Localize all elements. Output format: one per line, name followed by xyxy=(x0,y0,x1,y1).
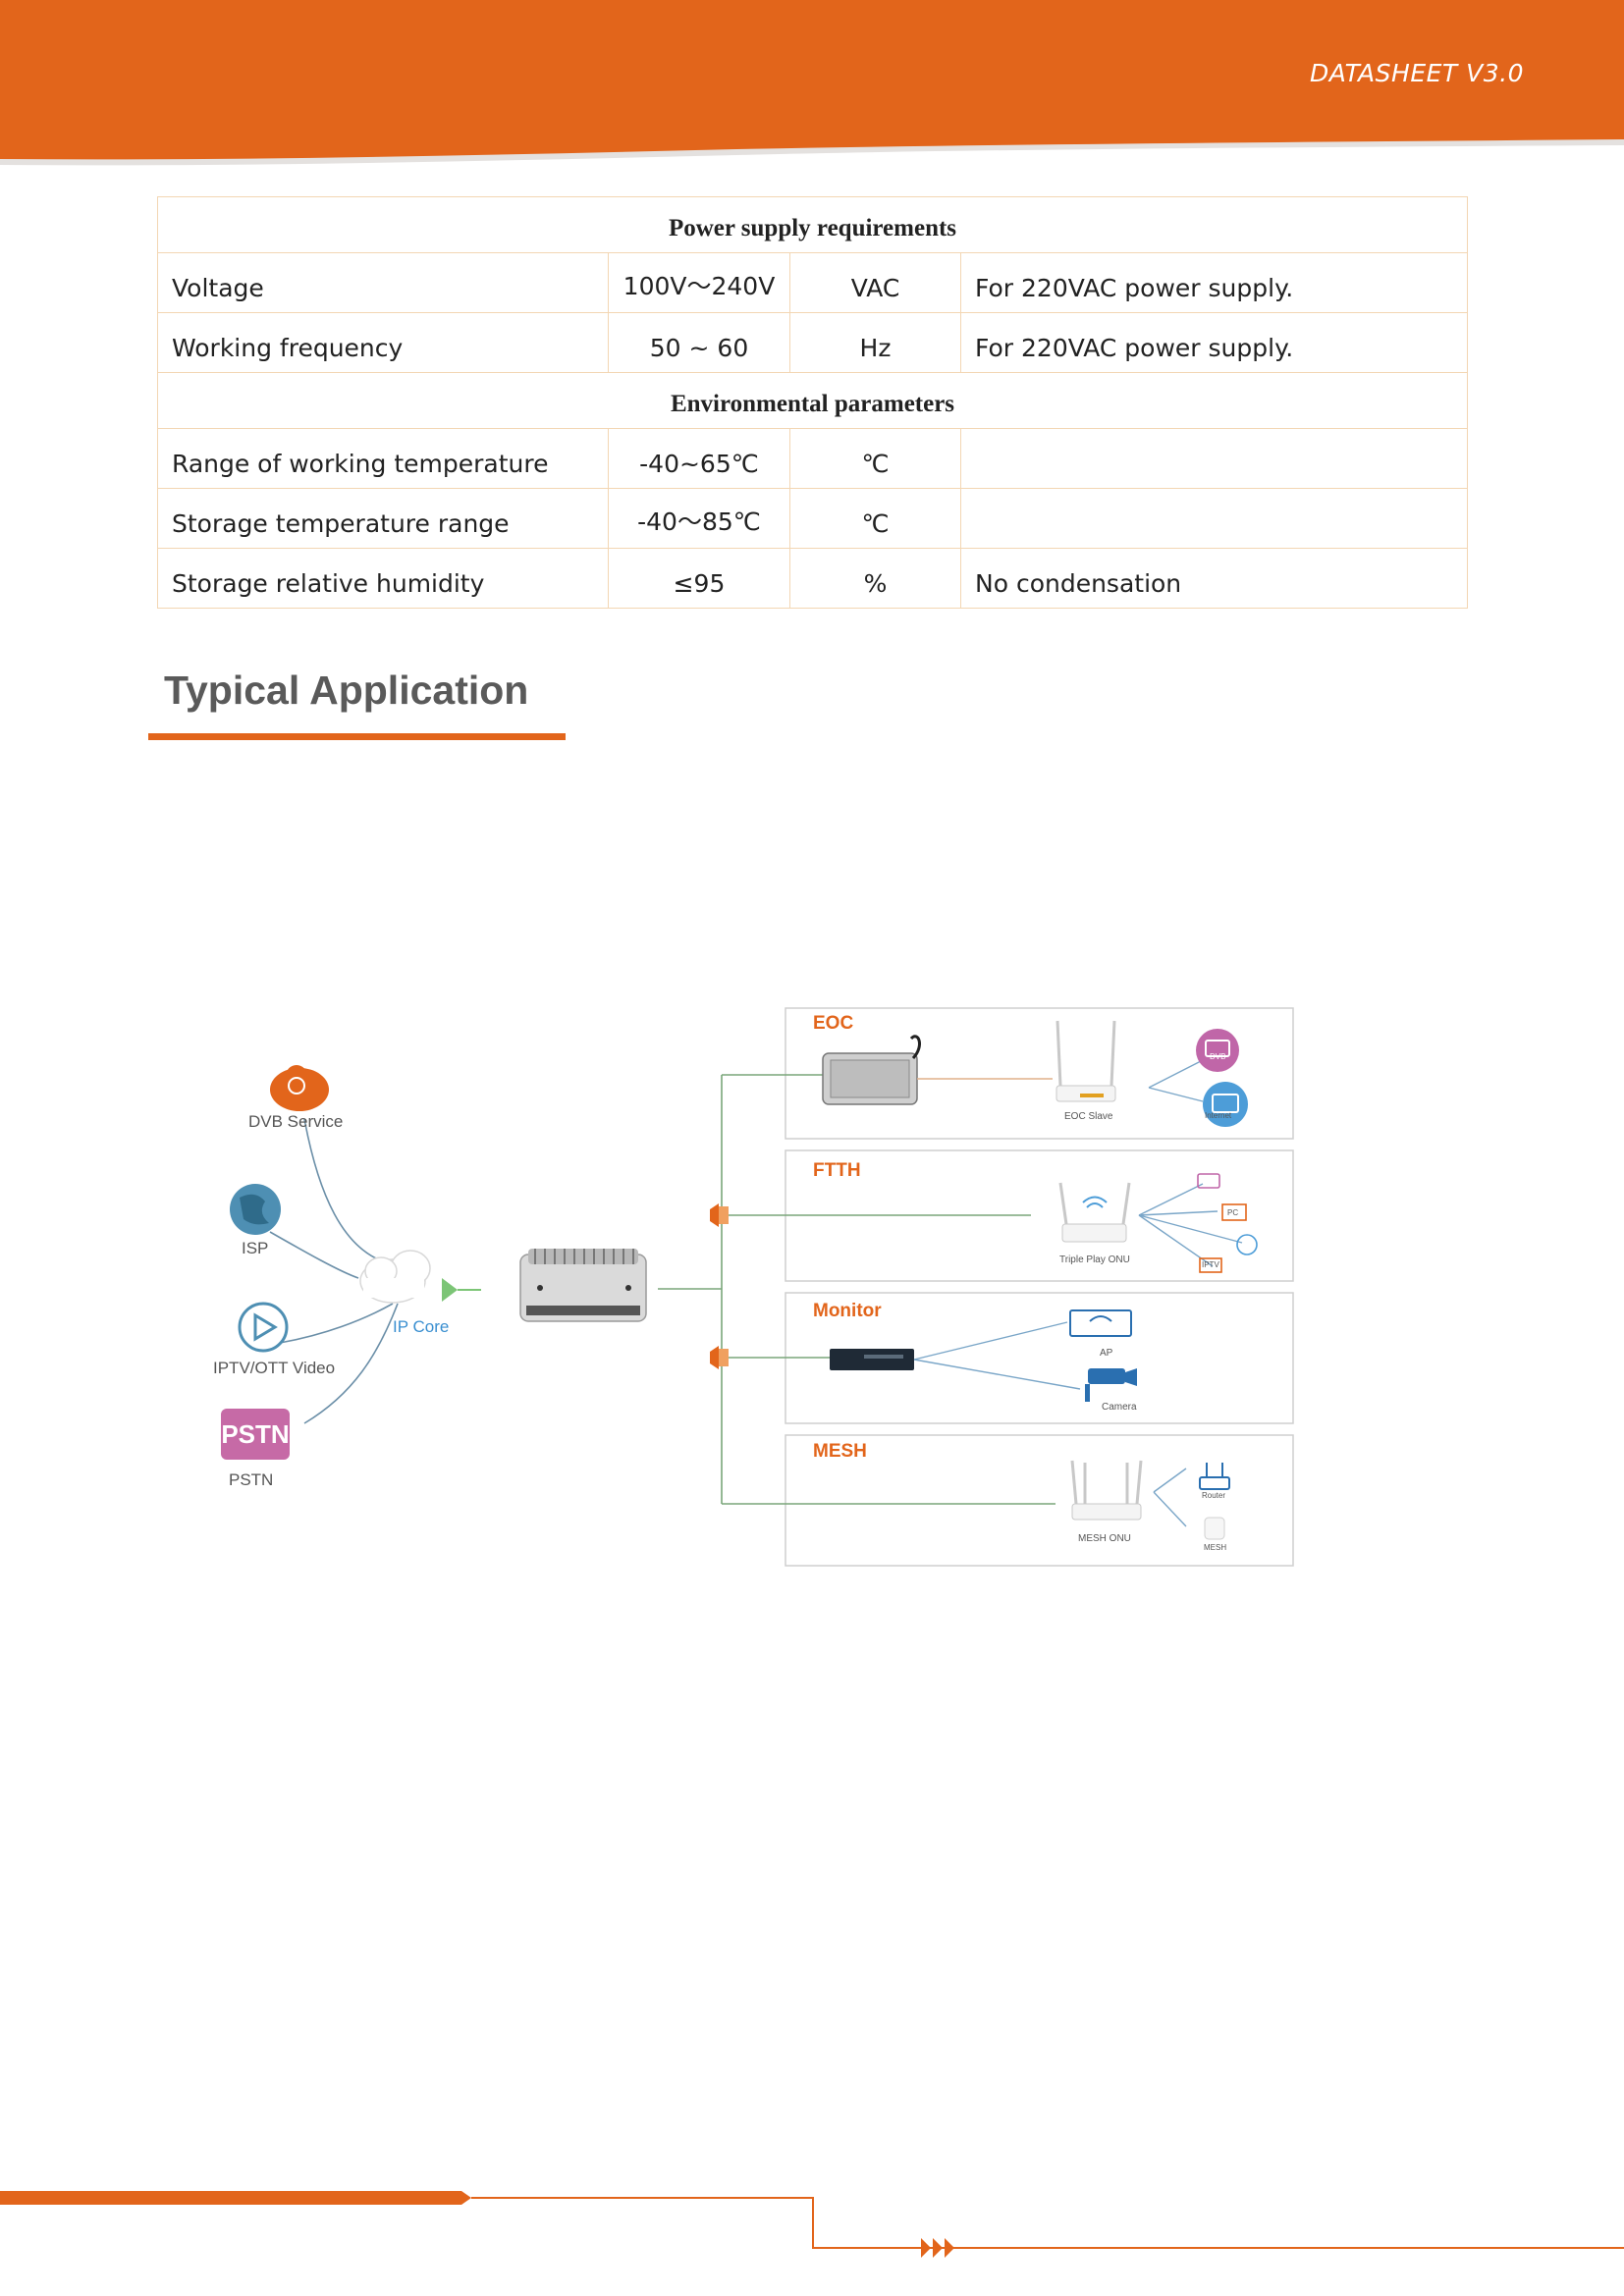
value-cell: 100V～240V xyxy=(608,252,790,313)
unit-cell: VAC xyxy=(789,252,961,313)
mesh-onu-label: MESH ONU xyxy=(1078,1533,1131,1544)
dvb-tv-icon xyxy=(1196,1029,1239,1072)
value-cell: ≤95 xyxy=(608,548,790,609)
camera-label: Camera xyxy=(1102,1402,1137,1413)
camera-icon xyxy=(1085,1368,1137,1402)
unit-cell: Hz xyxy=(789,312,961,373)
mesh-label: MESH xyxy=(1204,1543,1227,1552)
ip-core-label: IP Core xyxy=(393,1317,450,1336)
splitter-icon xyxy=(710,1203,729,1227)
pc-icon xyxy=(1221,1203,1247,1221)
dvb-service-label: DVB Service xyxy=(248,1112,344,1131)
wifi-router-icon xyxy=(1058,1182,1131,1243)
application-diagram: DVB Service ISP IPTV/OTT Video PSTN PSTN… xyxy=(196,991,1326,1580)
param-cell: Storage temperature range xyxy=(157,488,609,549)
eoc-slave-label: EOC Slave xyxy=(1064,1111,1113,1122)
dvb-label: DVB xyxy=(1210,1052,1226,1061)
cloud-icon xyxy=(359,1250,431,1304)
pstn-icon: PSTN xyxy=(221,1409,290,1460)
router-label: Router xyxy=(1202,1491,1226,1500)
value-cell: -40~65℃ xyxy=(608,428,790,489)
mesh-router-icon xyxy=(1070,1460,1143,1521)
section-heading: Typical Application xyxy=(164,667,529,713)
panel-title-mesh: MESH xyxy=(813,1441,867,1462)
splitter-icon xyxy=(710,1346,729,1369)
pstn-label: PSTN xyxy=(229,1470,274,1489)
arrow-icon xyxy=(921,2238,954,2258)
unit-cell: ℃ xyxy=(789,488,961,549)
play-icon xyxy=(238,1302,289,1353)
panel-title-eoc: EOC xyxy=(813,1013,854,1034)
header-banner xyxy=(0,0,1624,172)
router-icon xyxy=(1056,1020,1116,1102)
mesh-node-icon xyxy=(1204,1517,1225,1540)
small-router-icon xyxy=(1199,1463,1230,1490)
internet-icon xyxy=(1203,1082,1248,1127)
panel-title-ftth: FTTH xyxy=(813,1160,861,1181)
phone-handset-icon xyxy=(1236,1234,1258,1255)
datasheet-version: DATASHEET V3.0 xyxy=(1310,59,1524,87)
access-point-icon xyxy=(1069,1309,1132,1337)
table-row: Storage temperature range -40～85℃ ℃ xyxy=(157,488,1469,549)
spec-table: Power supply requirements Voltage 100V～2… xyxy=(156,196,1469,609)
table-row: Range of working temperature -40~65℃ ℃ xyxy=(157,428,1469,489)
olt-device-icon xyxy=(519,1249,647,1322)
param-cell: Range of working temperature xyxy=(157,428,609,489)
iptv-device-label: IPTV xyxy=(1202,1260,1219,1269)
iptv-label: IPTV/OTT Video xyxy=(213,1359,336,1377)
pc-label: PC xyxy=(1227,1208,1239,1217)
switch-icon xyxy=(830,1349,914,1370)
section-title-environment: Environmental parameters xyxy=(156,372,1469,429)
note-cell: No condensation xyxy=(959,548,1469,609)
isp-label: ISP xyxy=(242,1239,269,1257)
value-cell: -40～85℃ xyxy=(608,488,790,549)
dvb-service-icon xyxy=(270,1065,329,1111)
note-cell xyxy=(959,428,1469,489)
globe-icon xyxy=(230,1184,281,1235)
ap-label: AP xyxy=(1100,1348,1113,1359)
table-row: Voltage 100V～240V VAC For 220VAC power s… xyxy=(157,252,1469,313)
note-cell: For 220VAC power supply. xyxy=(959,252,1469,313)
section-title-power: Power supply requirements xyxy=(156,196,1469,253)
footer-decoration xyxy=(0,2189,1624,2268)
panel-title-monitor: Monitor xyxy=(813,1301,882,1321)
phone-icon xyxy=(1197,1173,1220,1189)
section-underline xyxy=(148,733,566,740)
iptv-icon xyxy=(1199,1257,1222,1273)
section-row: Power supply requirements xyxy=(156,196,1469,253)
param-cell: Storage relative humidity xyxy=(157,548,609,609)
table-row: Working frequency 50 ~ 60 Hz For 220VAC … xyxy=(157,312,1469,373)
note-cell xyxy=(959,488,1469,549)
unit-cell: ℃ xyxy=(789,428,961,489)
note-cell: For 220VAC power supply. xyxy=(959,312,1469,373)
param-cell: Working frequency xyxy=(157,312,609,373)
unit-cell: % xyxy=(789,548,961,609)
eoc-master-icon xyxy=(822,1035,921,1105)
diagram-lines xyxy=(230,1007,1294,1567)
triple-play-onu-label: Triple Play ONU xyxy=(1059,1255,1130,1265)
value-cell: 50 ~ 60 xyxy=(608,312,790,373)
table-row: Storage relative humidity ≤95 % No conde… xyxy=(157,548,1469,609)
param-cell: Voltage xyxy=(157,252,609,313)
internet-label: Internet xyxy=(1205,1111,1232,1120)
section-row: Environmental parameters xyxy=(156,372,1469,429)
